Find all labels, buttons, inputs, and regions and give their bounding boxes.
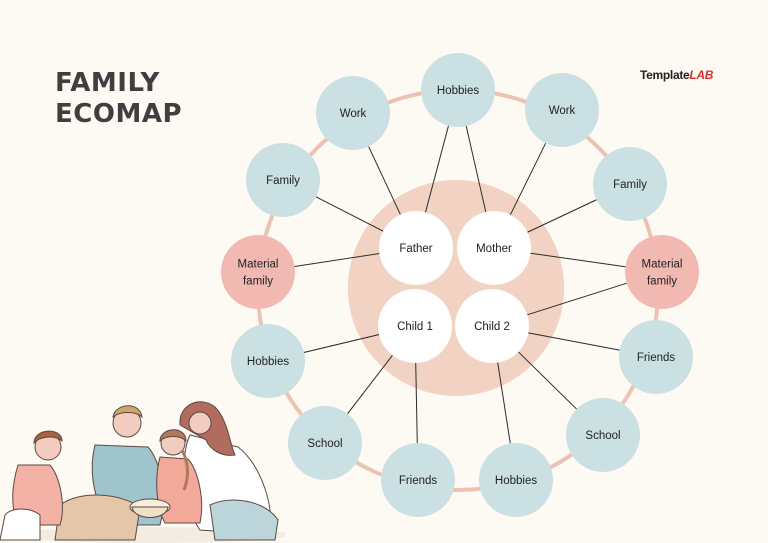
page-title: FAMILY ECOMAP (55, 68, 182, 130)
node-label: Work (340, 108, 367, 120)
link-father-work-left (368, 146, 401, 215)
link-child1-school-left (347, 355, 393, 414)
outer-node-family-right: Family (593, 147, 667, 221)
outer-node-material-right: Material family (625, 235, 699, 309)
outer-node-hobbies-bottom: Hobbies (479, 443, 553, 517)
node-label: family (243, 276, 273, 288)
node-label: Family (266, 175, 300, 187)
link-child1-friends-bottom (415, 362, 418, 444)
outer-node-work-right: Work (525, 73, 599, 147)
node-circle (619, 320, 693, 394)
node-label: Hobbies (437, 85, 479, 97)
node-label: Material (642, 259, 683, 271)
link-mother-material-right (530, 252, 626, 268)
node-circle (379, 211, 453, 285)
link-child2-school-right (518, 351, 577, 410)
node-label: Child 1 (397, 321, 433, 333)
node-circle (246, 143, 320, 217)
node-circle (566, 398, 640, 472)
outer-node-material-left: Material family (221, 235, 295, 309)
node-circle (457, 211, 531, 285)
outer-node-friends-bottom: Friends (381, 443, 455, 517)
link-father-hobbies-top (425, 125, 449, 213)
logo-template-text: Template (640, 68, 690, 82)
node-label: School (307, 438, 342, 450)
inner-node-child1: Child 1 (378, 289, 452, 363)
node-circle (316, 76, 390, 150)
node-circle (625, 235, 699, 309)
outer-node-school-left: School (288, 406, 362, 480)
node-label: Material (238, 259, 279, 271)
node-label: Friends (637, 352, 676, 364)
link-child2-friends-right (528, 332, 620, 351)
outer-node-family-left: Family (246, 143, 320, 217)
outer-node-friends-right: Friends (619, 320, 693, 394)
link-mother-family-right (527, 199, 597, 233)
node-circle (231, 324, 305, 398)
inner-node-mother: Mother (457, 211, 531, 285)
templatelab-logo: TemplateLAB (640, 68, 713, 82)
family-core-circle (348, 180, 564, 396)
node-circle (455, 289, 529, 363)
node-circle (378, 289, 452, 363)
inner-node-father: Father (379, 211, 453, 285)
connection-lines (294, 125, 627, 444)
node-label: School (585, 430, 620, 442)
link-mother-hobbies-top (465, 125, 487, 213)
node-circle (221, 235, 295, 309)
inner-node-child2: Child 2 (455, 289, 529, 363)
link-father-family-left (315, 196, 384, 232)
node-label: family (647, 276, 677, 288)
node-label: Mother (476, 243, 512, 255)
outer-node-hobbies-top: Hobbies (421, 53, 495, 127)
node-circle (288, 406, 362, 480)
title-line-1: FAMILY (55, 68, 160, 98)
node-label: Hobbies (247, 356, 289, 368)
node-circle (421, 53, 495, 127)
outer-node-school-right: School (566, 398, 640, 472)
node-label: Child 2 (474, 321, 510, 333)
node-circle (593, 147, 667, 221)
node-circle (525, 73, 599, 147)
node-label: Hobbies (495, 475, 537, 487)
outer-node-work-left: Work (316, 76, 390, 150)
link-child2-hobbies-bottom (497, 362, 511, 444)
title-line-2: ECOMAP (55, 99, 182, 129)
link-mother-work-right (509, 142, 547, 216)
node-label: Friends (399, 475, 438, 487)
link-child1-hobbies-left (303, 334, 380, 353)
node-label: Father (399, 243, 432, 255)
node-label: Work (549, 105, 576, 117)
node-circle (479, 443, 553, 517)
link-father-material-left (294, 253, 380, 267)
family-illustration (0, 401, 285, 543)
node-circle (381, 443, 455, 517)
link-child2-material-right (527, 282, 627, 316)
node-label: Family (613, 179, 647, 191)
logo-lab-text: LAB (689, 68, 714, 82)
outer-node-hobbies-left: Hobbies (231, 324, 305, 398)
